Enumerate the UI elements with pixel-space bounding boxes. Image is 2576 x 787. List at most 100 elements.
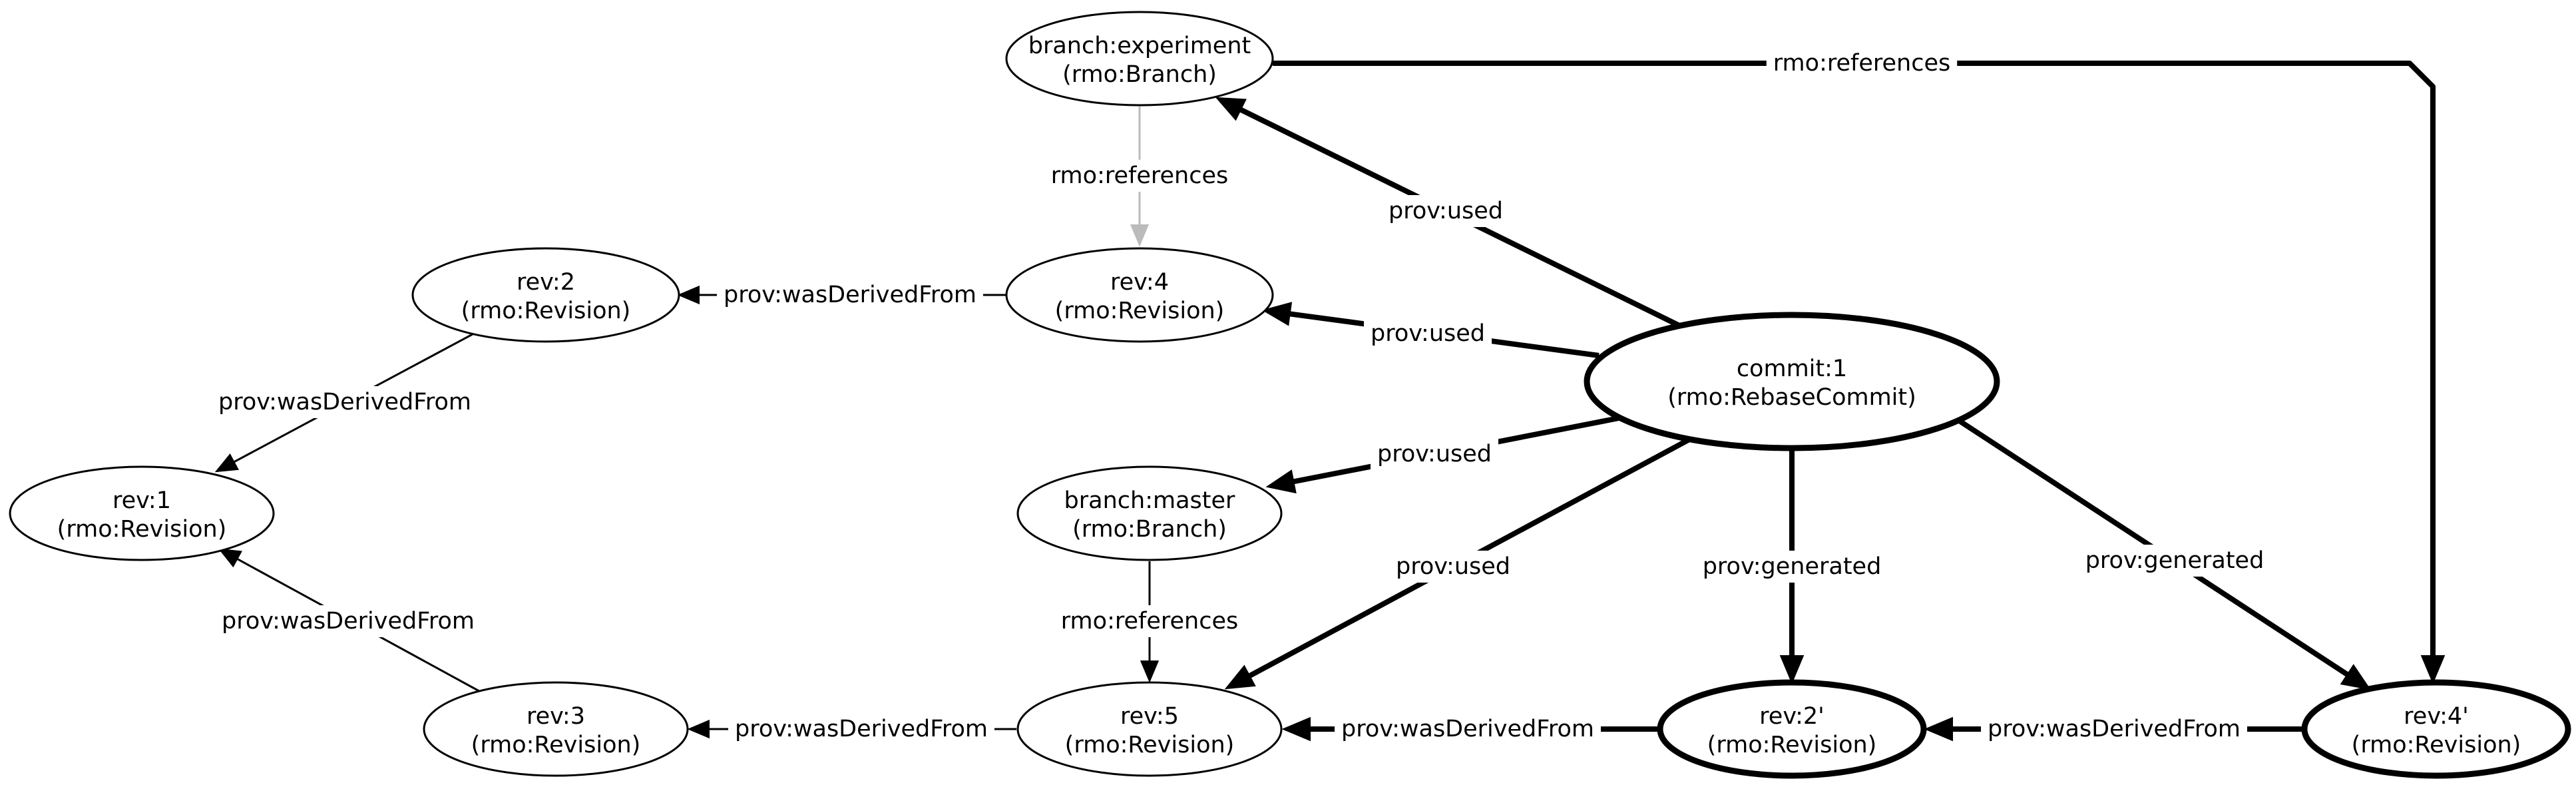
arrowhead-icon [1779, 655, 1805, 684]
node-rev2: rev:2(rmo:Revision) [411, 247, 680, 343]
arrowhead-icon [687, 719, 710, 739]
edge-label: prov:wasDerivedFrom [1981, 713, 2247, 745]
node-ellipse [1005, 247, 1274, 343]
edge-label-background [1335, 713, 1601, 745]
edge-label: prov:used [1363, 318, 1492, 350]
edge-label-background [212, 386, 478, 418]
edge-label-text: prov:used [1377, 441, 1492, 467]
arrowhead-icon [1224, 664, 1256, 690]
node-name: rev:4 [1110, 269, 1169, 296]
node-name: branch:experiment [1028, 33, 1251, 59]
edge-label: prov:wasDerivedFrom [1335, 713, 1601, 745]
edge-label: prov:used [1381, 195, 1510, 227]
node-ellipse [423, 681, 689, 777]
node-rev5: rev:5(rmo:Revision) [1016, 681, 1283, 777]
edge-label-background [1381, 195, 1510, 227]
edge-label-text: prov:wasDerivedFrom [735, 716, 988, 742]
node-rev4p: rev:4'(rmo:Revision) [2301, 679, 2571, 779]
edge-label-text: prov:used [1371, 320, 1485, 347]
node-name: rev:3 [527, 703, 585, 730]
edge-label: prov:wasDerivedFrom [728, 713, 994, 745]
edge-label-background [1054, 605, 1245, 637]
node-ellipse [1584, 312, 2000, 451]
edge-label-text: prov:generated [1703, 553, 1882, 580]
edge-label-background [1389, 551, 1518, 583]
arrowhead-icon [1265, 469, 1297, 494]
node-rev4: rev:4(rmo:Revision) [1005, 247, 1274, 343]
node-commit1: commit:1(rmo:RebaseCommit) [1584, 312, 2000, 451]
node-ellipse [1016, 465, 1283, 561]
edge-label: prov:wasDerivedFrom [212, 386, 478, 418]
node-type: (rmo:Revision) [1707, 732, 1877, 758]
edge-label-background [1044, 160, 1235, 192]
arrowhead-icon [2420, 655, 2446, 684]
edge-label-text: prov:used [1396, 553, 1510, 580]
node-name: commit:1 [1737, 356, 1847, 382]
edge-label-text: prov:wasDerivedFrom [724, 282, 976, 308]
node-type: (rmo:Revision) [1065, 732, 1235, 758]
edge-label: rmo:references [1054, 605, 1245, 637]
arrowhead-icon [1261, 302, 1293, 326]
node-name: rev:4' [2404, 703, 2469, 730]
arrowhead-icon [218, 548, 242, 568]
edge-label-background [2078, 545, 2271, 577]
node-rev1: rev:1(rmo:Revision) [9, 465, 275, 561]
edge-label-text: prov:wasDerivedFrom [218, 389, 471, 415]
edges-layer [214, 61, 2446, 742]
edge-label: prov:used [1370, 438, 1499, 470]
edge-label-text: prov:wasDerivedFrom [1341, 716, 1594, 742]
arrowhead-icon [1215, 97, 1247, 121]
edge-label-text: prov:generated [2085, 547, 2264, 574]
edge-label: prov:used [1389, 551, 1518, 583]
node-ellipse [1016, 681, 1283, 777]
edge-label: prov:generated [1695, 551, 1888, 583]
edge-label-text: rmo:references [1051, 162, 1228, 189]
node-name: rev:5 [1120, 703, 1179, 730]
node-ellipse [2301, 679, 2571, 779]
arrowhead-icon [1281, 716, 1311, 742]
node-type: (rmo:Revision) [57, 516, 227, 543]
edge-label: prov:generated [2078, 545, 2271, 577]
node-ellipse [1005, 11, 1274, 107]
node-rev2p: rev:2'(rmo:Revision) [1657, 679, 1927, 779]
arrowhead-icon [214, 453, 239, 473]
edge-label-background [1695, 551, 1888, 583]
node-type: (rmo:RebaseCommit) [1667, 384, 1916, 411]
edge-label: prov:wasDerivedFrom [215, 605, 481, 637]
edge-label-background [1766, 47, 1958, 79]
node-ellipse [411, 247, 680, 343]
edge-label: prov:wasDerivedFrom [717, 279, 983, 311]
edge-label-text: rmo:references [1061, 608, 1238, 635]
arrowhead-icon [1924, 716, 1953, 742]
edge-label: rmo:references [1766, 47, 1958, 79]
node-name: rev:1 [112, 487, 171, 514]
edge-label: rmo:references [1044, 160, 1235, 192]
edge-labels-layer: rmo:references rmo:references prov:wasDeri… [212, 47, 2271, 745]
arrowhead-icon [2340, 664, 2372, 690]
edge-label-background [215, 605, 481, 637]
edge-label-background [1981, 713, 2247, 745]
node-name: branch:master [1064, 487, 1235, 514]
node-type: (rmo:Branch) [1062, 61, 1217, 88]
node-branch_experiment: branch:experiment(rmo:Branch) [1005, 11, 1274, 107]
edge-label-text: rmo:references [1773, 50, 1950, 77]
node-type: (rmo:Revision) [461, 298, 631, 324]
node-ellipse [1657, 679, 1927, 779]
node-type: (rmo:Branch) [1072, 516, 1227, 543]
arrowhead-icon [677, 285, 700, 305]
arrowhead-icon [1130, 224, 1150, 247]
arrowhead-icon [1140, 660, 1160, 683]
edge-label-background [717, 279, 983, 311]
edge-label-background [1363, 318, 1492, 350]
node-name: rev:2' [1759, 703, 1825, 730]
node-type: (rmo:Revision) [2352, 732, 2521, 758]
node-ellipse [9, 465, 275, 561]
edge-label-text: prov:wasDerivedFrom [222, 608, 475, 635]
node-name: rev:2 [517, 269, 575, 296]
node-type: (rmo:Revision) [471, 732, 641, 758]
node-branch_master: branch:master(rmo:Branch) [1016, 465, 1283, 561]
node-rev3: rev:3(rmo:Revision) [423, 681, 689, 777]
edge-label-text: prov:wasDerivedFrom [1988, 716, 2241, 742]
nodes-layer: branch:experiment(rmo:Branch)rev:4(rmo:R… [9, 11, 2571, 779]
